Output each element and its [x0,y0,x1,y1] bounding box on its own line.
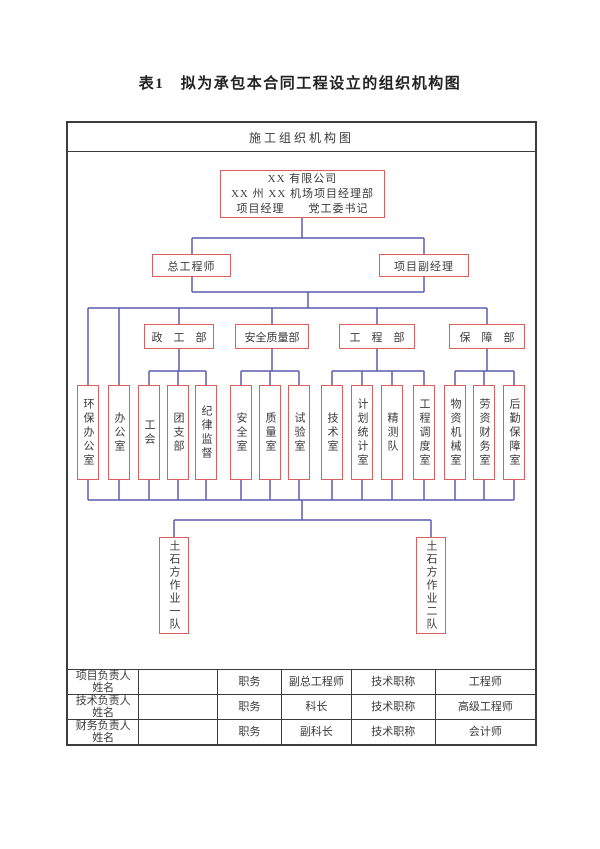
cell-duty-label: 职务 [217,670,283,695]
box-office-labor-union: 工会 [138,385,160,480]
personnel-table: 项目负责人 姓名 职务 副总工程师 技术职称 工程师 技术负责人 姓名 职务 科… [68,669,535,744]
cell-duty-value: 科长 [282,695,352,720]
role-text: 姓名 [92,732,115,744]
root-box-project-hq: XX 有限公司 XX 州 XX 机场项目经理部 项目经理 党工委书记 [220,170,385,218]
cell-name-value [139,670,218,695]
role-text: 姓名 [92,707,115,719]
box-office-plan-statistics: 计划统计室 [351,385,373,480]
root-line-managers: 项目经理 党工委书记 [236,202,369,215]
box-deputy-project-manager: 项目副经理 [379,254,469,277]
box-dept-engineering: 工 程 部 [339,324,415,349]
box-office-labor-finance: 劳资财务室 [473,385,495,480]
box-office-general: 办公室 [108,385,130,480]
cell-title-label: 技术职称 [351,670,436,695]
cell-duty-label: 职务 [217,695,283,720]
box-office-youth-league: 团支部 [167,385,189,480]
box-chief-engineer: 总工程师 [152,254,231,277]
box-earthwork-team-1: 土石方作业一队 [159,537,189,634]
cell-duty-label: 职务 [218,720,283,744]
cell-role: 技术负责人 姓名 [68,695,140,720]
role-text: 姓名 [92,682,115,694]
box-office-discipline: 纪律监督 [195,385,217,480]
box-dept-safety-quality: 安全质量部 [235,324,309,349]
role-text: 技术负责人 [75,695,131,707]
box-office-materials-machinery: 物资机械室 [444,385,466,480]
root-line-department: XX 州 XX 机场项目经理部 [230,187,375,200]
box-office-safety: 安全室 [230,385,252,480]
box-dept-political-work: 政 工 部 [144,324,214,349]
page-title: 表1 拟为承包本合同工程设立的组织机构图 [138,76,462,92]
root-line-company: XX 有限公司 [267,172,338,185]
box-office-dispatch: 工程调度室 [413,385,435,480]
cell-title-value: 高级工程师 [435,695,535,720]
role-text: 项目负责人 [75,670,131,682]
cell-role: 财务负责人 姓名 [68,720,140,744]
box-office-quality: 质量室 [259,385,281,480]
org-chart-frame: 施工组织机构图 XX 有限公司 XX 州 XX 机场项目经理部 项目经理 党工委… [66,121,537,746]
box-office-survey-team: 精测队 [381,385,403,480]
cell-title-label: 技术职称 [351,695,436,720]
cell-title-label: 技术职称 [352,720,436,744]
cell-title-value: 工程师 [435,670,535,695]
box-earthwork-team-2: 土石方作业二队 [416,537,446,634]
cell-role: 项目负责人 姓名 [68,670,140,695]
chart-header: 施工组织机构图 [68,123,535,152]
role-text: 财务负责人 [75,720,131,732]
box-dept-support: 保 障 部 [449,324,525,349]
box-office-testing-lab: 试验室 [288,385,310,480]
box-office-environmental: 环保办公室 [77,385,99,480]
cell-name-value [139,695,218,720]
box-office-technical: 技术室 [321,385,343,480]
cell-title-value: 会计师 [468,726,502,738]
connector-lines [87,218,515,537]
cell-duty-value: 副科长 [282,720,352,744]
cell-name-value [139,720,218,744]
box-office-logistics: 后勤保障室 [503,385,525,480]
cell-duty-value: 副总工程师 [282,670,352,695]
